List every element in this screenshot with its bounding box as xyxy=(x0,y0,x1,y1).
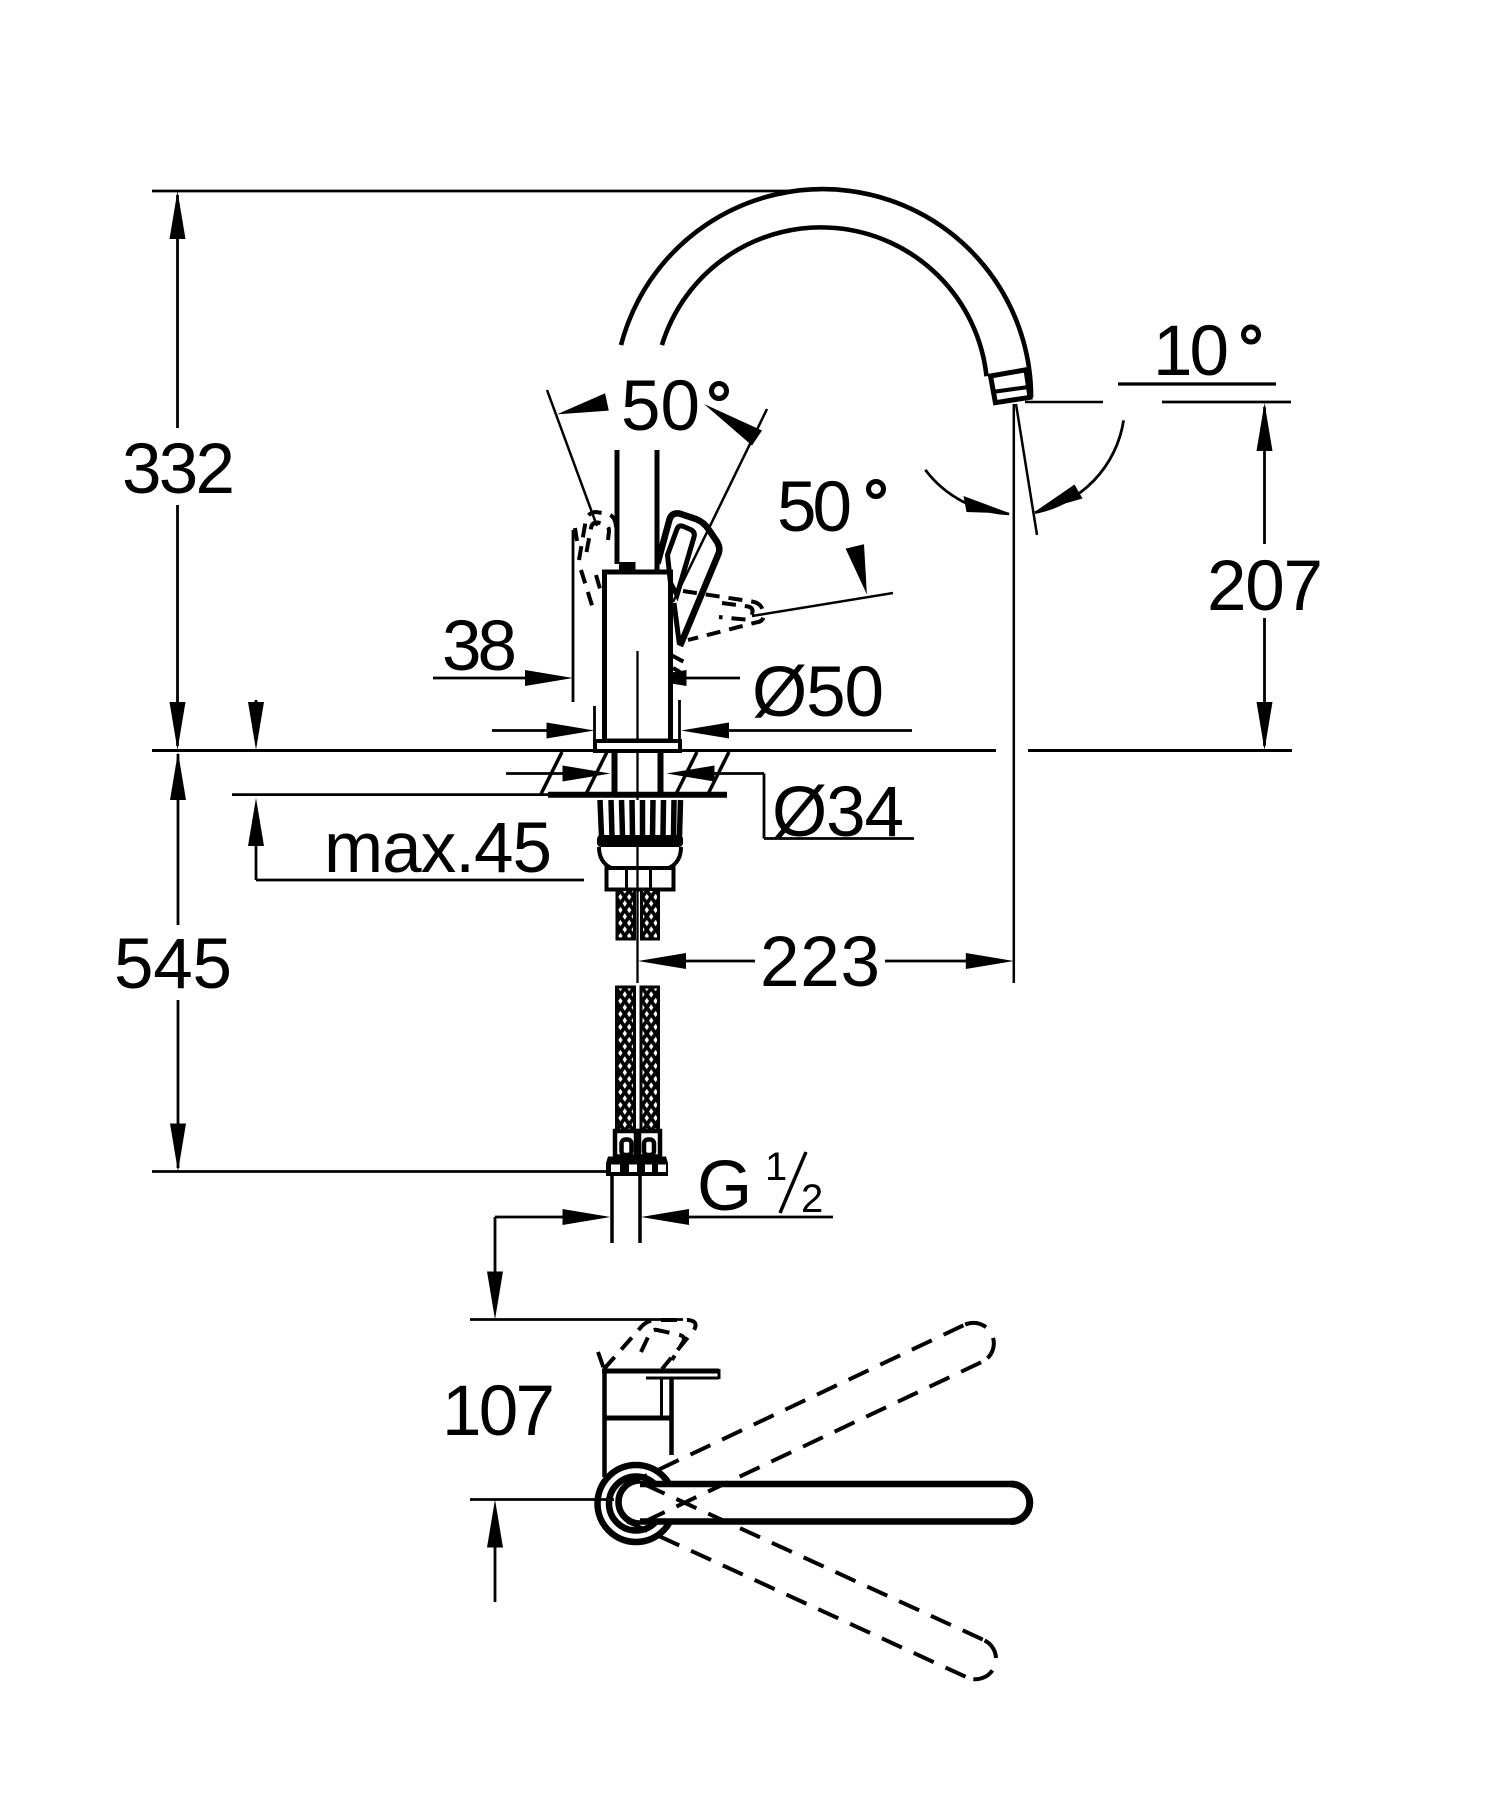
svg-text:1: 1 xyxy=(765,1145,787,1189)
svg-text:207: 207 xyxy=(1207,547,1323,626)
svg-text:38: 38 xyxy=(442,607,517,686)
svg-text:10: 10 xyxy=(1153,312,1229,391)
svg-text:G: G xyxy=(697,1147,752,1226)
svg-text:223: 223 xyxy=(760,923,880,1002)
svg-text:50: 50 xyxy=(621,367,700,446)
svg-text:545: 545 xyxy=(114,925,232,1004)
svg-text:Ø50: Ø50 xyxy=(752,653,884,732)
svg-text:2: 2 xyxy=(801,1177,823,1221)
svg-text:107: 107 xyxy=(442,1372,555,1451)
svg-text:Ø34: Ø34 xyxy=(772,773,904,852)
svg-text:332: 332 xyxy=(122,430,235,509)
svg-text:50: 50 xyxy=(777,468,852,547)
svg-text:max.45: max.45 xyxy=(324,809,552,888)
